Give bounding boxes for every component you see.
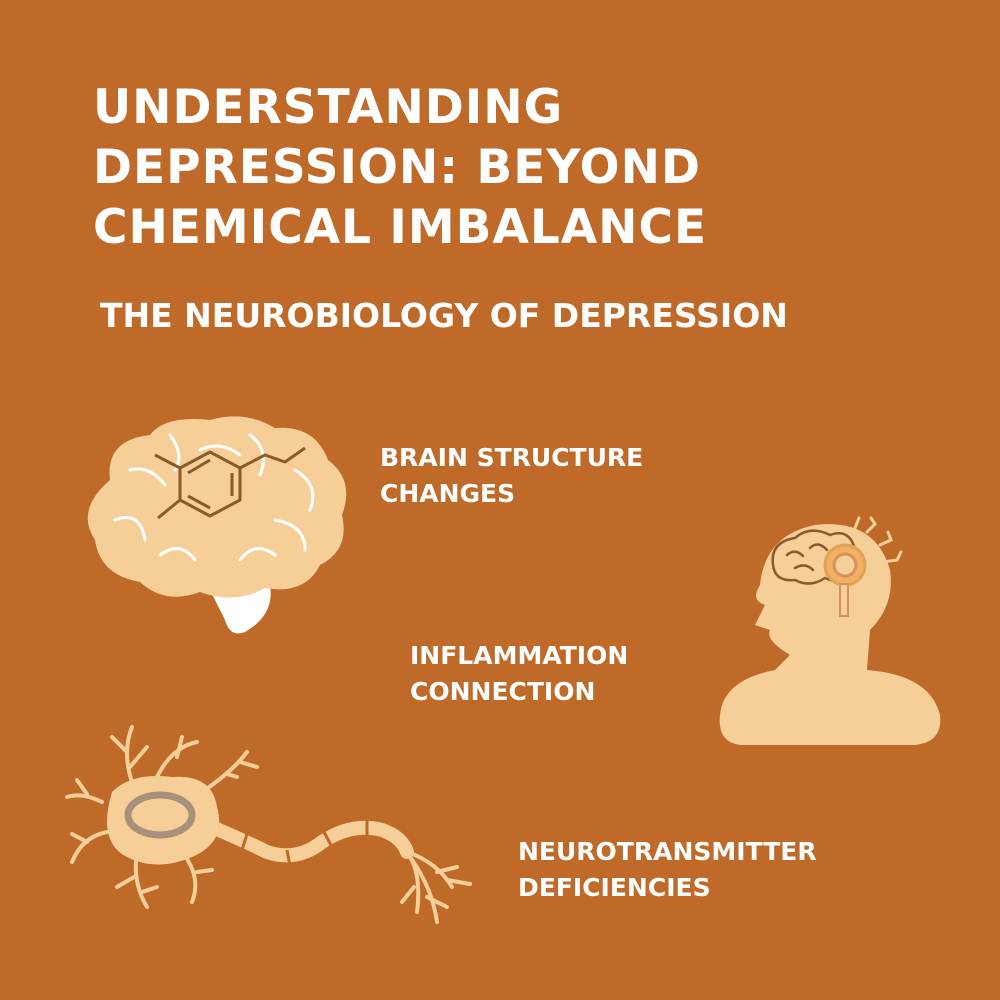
label-line: NEUROTRANSMITTER: [518, 837, 817, 866]
brain-molecule-icon: [87, 416, 347, 634]
label-line: CHANGES: [380, 479, 516, 508]
inflammation-label: INFLAMMATION CONNECTION: [410, 638, 628, 710]
page-title: UNDERSTANDING DEPRESSION: BEYOND CHEMICA…: [93, 78, 973, 258]
label-line: INFLAMMATION: [410, 641, 629, 670]
label-line: BRAIN STRUCTURE: [380, 443, 644, 472]
brain-structure-label: BRAIN STRUCTURE CHANGES: [380, 440, 643, 512]
neurotransmitter-label: NEUROTRANSMITTER DEFICIENCIES: [518, 834, 817, 906]
title-line: DEPRESSION: BEYOND: [93, 140, 701, 195]
neuron-icon: [65, 725, 472, 924]
title-line: CHEMICAL IMBALANCE: [93, 200, 708, 255]
title-line: UNDERSTANDING: [93, 80, 564, 135]
page-subtitle: THE NEUROBIOLOGY OF DEPRESSION: [100, 296, 788, 335]
label-line: CONNECTION: [410, 677, 596, 706]
label-line: DEFICIENCIES: [518, 873, 711, 902]
head-inflammation-icon: [719, 516, 941, 745]
